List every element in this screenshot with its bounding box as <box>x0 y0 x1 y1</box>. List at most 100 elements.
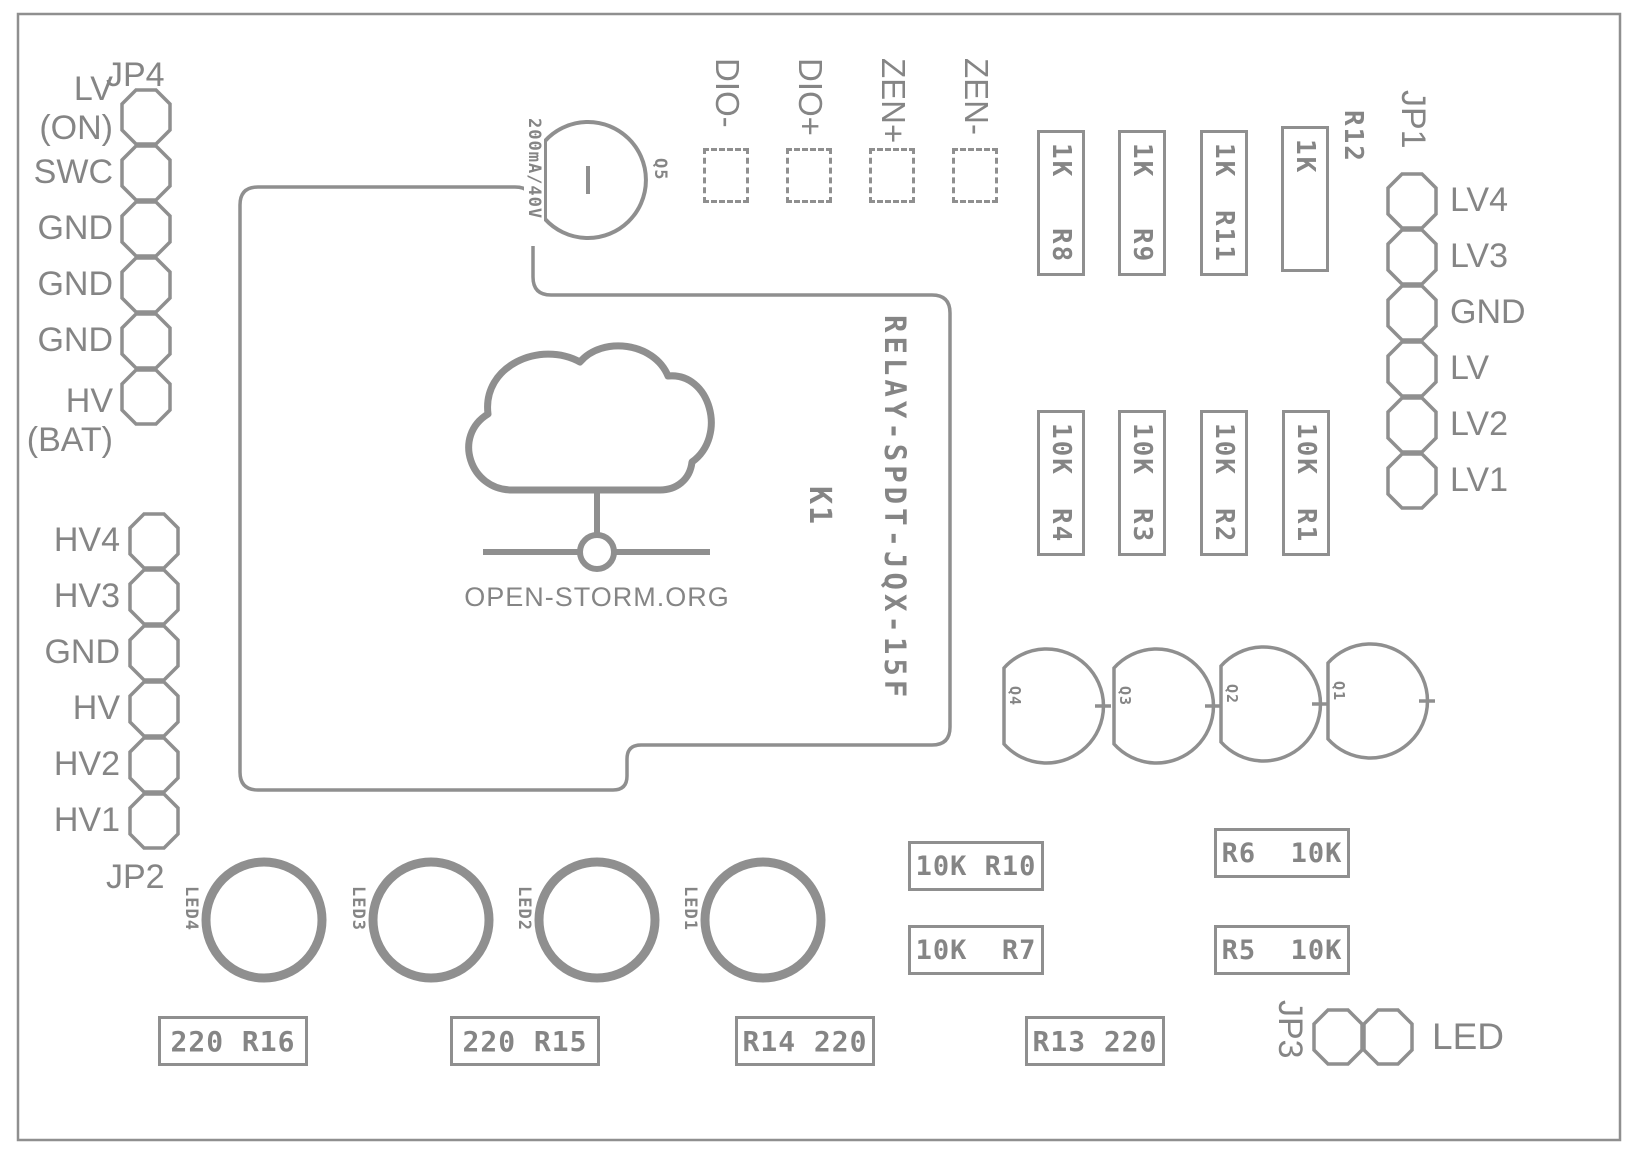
jp1-header-pads <box>1386 172 1438 510</box>
relay-outline <box>238 185 952 792</box>
jp4-label: JP4 <box>106 56 165 94</box>
resistor-r6-label: R6 10K <box>1221 837 1343 869</box>
jp2-pin-label-hv: HV <box>72 689 120 727</box>
q5-rating-label: 200mA/40V <box>524 118 544 246</box>
resistor-r3-value: 10K <box>1127 423 1157 476</box>
q1-ref-label: Q1 <box>1330 681 1348 702</box>
led4-ref-label: LED4 <box>181 886 201 931</box>
jp4-pin-label-gnd2: GND <box>37 265 113 303</box>
led4-ring <box>201 857 327 983</box>
resistor-r4-ref: R4 <box>1046 507 1076 543</box>
jp4-pin-label-gnd3: GND <box>37 321 113 359</box>
resistor-r12: 1K <box>1281 126 1329 272</box>
jp4-pin-label-hv-bat: HV (BAT) <box>26 382 113 460</box>
jp1-pin-label-gnd: GND <box>1450 293 1526 331</box>
resistor-r4: 10K R4 <box>1037 410 1085 556</box>
resistor-r8-value: 1K <box>1046 143 1076 179</box>
resistor-r16: 220 R16 <box>158 1016 308 1066</box>
jp2-pin-label-hv2: HV2 <box>53 745 120 783</box>
q5-ref-label: Q5 <box>650 158 670 181</box>
q2-ref-label: Q2 <box>1223 684 1241 705</box>
resistor-r12-ref: R12 <box>1338 110 1368 163</box>
transistor-outlines <box>1002 642 1435 765</box>
resistor-r11-ref: R11 <box>1209 210 1239 263</box>
jp2-header-pads <box>128 512 180 850</box>
led3-ref-label: LED3 <box>348 886 368 931</box>
led-outlines <box>201 857 826 983</box>
resistor-r7-label: 10K R7 <box>915 934 1037 966</box>
jp1-pin-label-lv1: LV1 <box>1450 461 1508 499</box>
cloud-network-logo <box>465 342 715 572</box>
led1-ref-label: LED1 <box>680 886 700 931</box>
resistor-r8: 1K R8 <box>1037 130 1085 276</box>
resistor-r1-value: 10K <box>1291 423 1321 476</box>
test-pad-dio-plus <box>786 148 832 203</box>
q4-ref-label: Q4 <box>1006 686 1024 707</box>
resistor-r10-label: 10K R10 <box>915 850 1037 882</box>
resistor-r14: R14 220 <box>735 1016 875 1066</box>
jp4-pin-label-gnd1: GND <box>37 209 113 247</box>
resistor-r9-ref: R9 <box>1127 227 1157 263</box>
jp1-pin-label-lv3: LV3 <box>1450 237 1508 275</box>
resistor-r2-value: 10K <box>1209 423 1239 476</box>
jp3-label: JP3 <box>1271 1000 1309 1059</box>
jp1-pin-label-lv2: LV2 <box>1450 405 1508 443</box>
q1-outline <box>1326 642 1430 760</box>
test-pad-dio-minus <box>703 148 749 203</box>
led3-ring <box>368 857 494 983</box>
resistor-r5: R5 10K <box>1214 925 1350 975</box>
q2-outline <box>1219 645 1323 763</box>
jp2-pin-label-hv1: HV1 <box>53 801 120 839</box>
resistor-r3: 10K R3 <box>1118 410 1166 556</box>
led2-ring <box>534 857 660 983</box>
q4-outline <box>1002 647 1106 765</box>
jp2-label: JP2 <box>106 858 165 896</box>
test-pad-zen-minus <box>952 148 998 203</box>
relay-value-label: RELAY-SPDT-JQX-15F <box>878 315 912 702</box>
resistor-r15: 220 R15 <box>450 1016 600 1066</box>
resistor-r13-label: R13 220 <box>1032 1024 1158 1058</box>
resistor-r12-value: 1K <box>1290 139 1320 175</box>
jp2-pin-label-hv3: HV3 <box>53 577 120 615</box>
board-outline <box>16 12 1622 1142</box>
resistor-r14-label: R14 220 <box>742 1024 868 1058</box>
resistor-r1: 10K R1 <box>1282 410 1330 556</box>
jp4-pin-label-lv-on: LV (ON) <box>39 70 113 148</box>
resistor-r9: 1K R9 <box>1118 130 1166 276</box>
led2-ref-label: LED2 <box>514 886 534 931</box>
test-pad-label-dio-minus: DIO- <box>709 58 746 128</box>
resistor-r4-value: 10K <box>1046 423 1076 476</box>
logo-url-text: OPEN-STORM.ORG <box>464 582 730 612</box>
jp1-label: JP1 <box>1394 90 1432 149</box>
resistor-r6: R6 10K <box>1214 828 1350 878</box>
test-pad-label-zen-plus: ZEN+ <box>875 58 912 144</box>
resistor-r2: 10K R2 <box>1200 410 1248 556</box>
jp4-header-pads <box>120 88 172 426</box>
network-node-icon <box>577 532 617 572</box>
resistor-r9-value: 1K <box>1127 143 1157 179</box>
cloud-icon <box>465 342 715 494</box>
relay-ref-label: K1 <box>802 486 837 527</box>
q5-transistor-outline <box>543 120 648 240</box>
jp2-pin-label-gnd: GND <box>44 633 120 671</box>
jp3-net-label: LED <box>1432 1016 1504 1057</box>
q3-outline <box>1112 647 1216 765</box>
test-pad-zen-plus <box>869 148 915 203</box>
jp3-header-pads <box>1312 1008 1414 1066</box>
jp1-pin-label-lv: LV <box>1450 349 1490 387</box>
resistor-r3-ref: R3 <box>1127 507 1157 543</box>
jp4-pin-label-swc: SWC <box>33 153 113 191</box>
resistor-r1-ref: R1 <box>1291 507 1321 543</box>
resistor-r2-ref: R2 <box>1209 507 1239 543</box>
resistor-r16-label: 220 R16 <box>170 1024 296 1058</box>
jp2-pin-label-hv4: HV4 <box>53 521 120 559</box>
q3-ref-label: Q3 <box>1116 686 1134 707</box>
resistor-r13: R13 220 <box>1025 1016 1165 1066</box>
resistor-r7: 10K R7 <box>908 925 1044 975</box>
jp1-pin-label-lv4: LV4 <box>1450 181 1508 219</box>
resistor-r11: 1K R11 <box>1200 130 1248 276</box>
test-pad-label-dio-plus: DIO+ <box>792 58 829 136</box>
test-pad-label-zen-minus: ZEN- <box>958 58 995 135</box>
